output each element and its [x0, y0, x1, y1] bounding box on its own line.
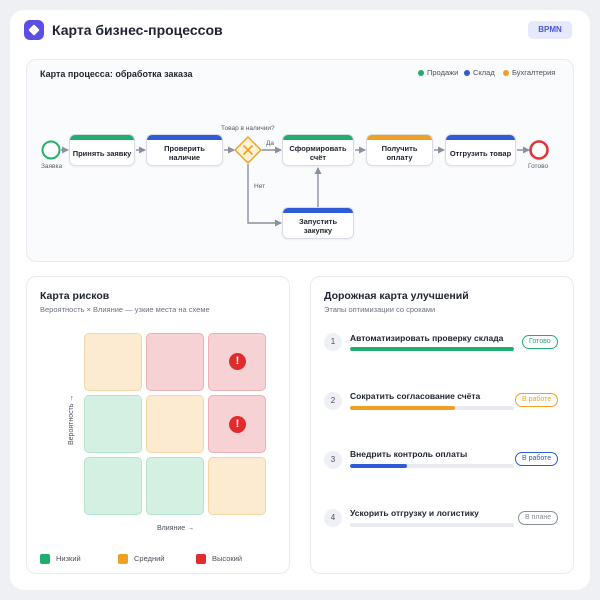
end-event-label: Готово — [528, 163, 549, 170]
legend-accounting: Бухгалтерия — [503, 67, 555, 79]
task-label: Отгрузить товар — [449, 148, 512, 158]
risk-legend-high-label: Высокий — [212, 554, 243, 563]
legend-sales-dot — [418, 70, 424, 76]
legend-warehouse-dot — [464, 70, 470, 76]
task-lane-bar — [367, 135, 432, 140]
step-status-badge[interactable]: Готово — [522, 335, 558, 349]
step-progress-fill — [350, 464, 408, 468]
risk-legend-high-swatch — [196, 554, 206, 564]
risk-cell[interactable] — [84, 395, 142, 453]
task-accept-request[interactable]: Принять заявку — [69, 134, 135, 166]
risk-y-axis-label: Вероятность → — [68, 394, 75, 445]
legend-sales: Продажи — [418, 67, 458, 79]
roadmap-subtitle: Этапы оптимизации со сроками — [324, 305, 436, 314]
step-progress-track — [350, 523, 514, 527]
task-label: Получить оплату — [381, 144, 418, 162]
task-lane-bar — [283, 208, 353, 213]
task-create-invoice[interactable]: Сформировать счёт — [282, 134, 354, 166]
risk-cell[interactable] — [84, 333, 142, 391]
step-title: Автоматизировать проверку склада — [350, 333, 504, 343]
legend-sales-label: Продажи — [427, 68, 459, 77]
step-progress-fill — [350, 406, 455, 410]
step-number: 2 — [324, 392, 342, 410]
task-check-availability[interactable]: Проверить наличие — [146, 134, 223, 166]
app-title: Карта бизнес-процессов — [52, 22, 223, 38]
process-map-title: Карта процесса: обработка заказа — [40, 69, 193, 79]
risk-cell[interactable] — [146, 395, 204, 453]
risk-legend-low: Низкий — [40, 553, 81, 565]
risk-legend-medium-swatch — [118, 554, 128, 564]
risk-cell[interactable] — [208, 457, 266, 515]
roadmap-panel — [310, 276, 574, 574]
gateway-question-label: Товар в наличии? — [221, 125, 275, 132]
risk-legend-medium: Средний — [118, 553, 165, 565]
task-lane-bar — [283, 135, 353, 140]
alert-icon[interactable]: ! — [229, 416, 246, 433]
task-ship-goods[interactable]: Отгрузить товар — [445, 134, 516, 166]
risk-cell[interactable] — [146, 333, 204, 391]
step-status-badge[interactable]: В плане — [518, 511, 559, 525]
step-title: Сократить согласование счёта — [350, 391, 481, 401]
risk-x-axis-label: Влияние → — [157, 525, 195, 532]
step-number: 1 — [324, 333, 342, 351]
task-lane-bar — [70, 135, 134, 140]
step-number: 4 — [324, 509, 342, 527]
legend-warehouse: Склад — [464, 67, 495, 79]
step-title: Ускорить отгрузку и логистику — [350, 508, 479, 518]
gateway-yes-label: Да — [266, 140, 275, 147]
gateway-no-label: Нет — [254, 183, 266, 190]
step-progress-track — [350, 347, 514, 351]
task-lane-bar — [147, 135, 222, 140]
task-label: Проверить наличие — [164, 144, 205, 162]
step-progress-track — [350, 464, 514, 468]
step-title: Внедрить контроль оплаты — [350, 449, 468, 459]
risk-cell[interactable] — [84, 457, 142, 515]
alert-icon[interactable]: ! — [229, 353, 246, 370]
step-status-badge[interactable]: В работе — [515, 393, 559, 407]
risk-legend-low-label: Низкий — [56, 554, 81, 563]
start-event-label: Заявка — [41, 163, 63, 170]
task-start-purchase[interactable]: Запустить закупку — [282, 207, 354, 239]
task-receive-payment[interactable]: Получить оплату — [366, 134, 433, 166]
task-label: Запустить закупку — [298, 217, 338, 235]
task-lane-bar — [446, 135, 515, 140]
risk-legend-high: Высокий — [196, 553, 242, 565]
legend-warehouse-label: Склад — [473, 68, 495, 77]
risk-map-title: Карта рисков — [40, 290, 110, 302]
risk-cell[interactable] — [146, 457, 204, 515]
step-number: 3 — [324, 451, 342, 469]
step-progress-track — [350, 406, 514, 410]
task-label: Сформировать счёт — [289, 144, 347, 162]
risk-legend-medium-label: Средний — [134, 554, 165, 563]
app-logo-icon — [24, 20, 44, 40]
step-status-badge[interactable]: В работе — [515, 452, 559, 466]
risk-map-subtitle: Вероятность × Влияние — узкие места на с… — [40, 305, 210, 314]
task-label: Принять заявку — [72, 148, 132, 158]
risk-legend-low-swatch — [40, 554, 50, 564]
roadmap-title: Дорожная карта улучшений — [324, 290, 469, 302]
legend-accounting-label: Бухгалтерия — [512, 68, 556, 77]
step-progress-fill — [350, 347, 514, 351]
legend-accounting-dot — [503, 70, 509, 76]
bpmn-badge[interactable]: BPMN — [528, 21, 572, 39]
